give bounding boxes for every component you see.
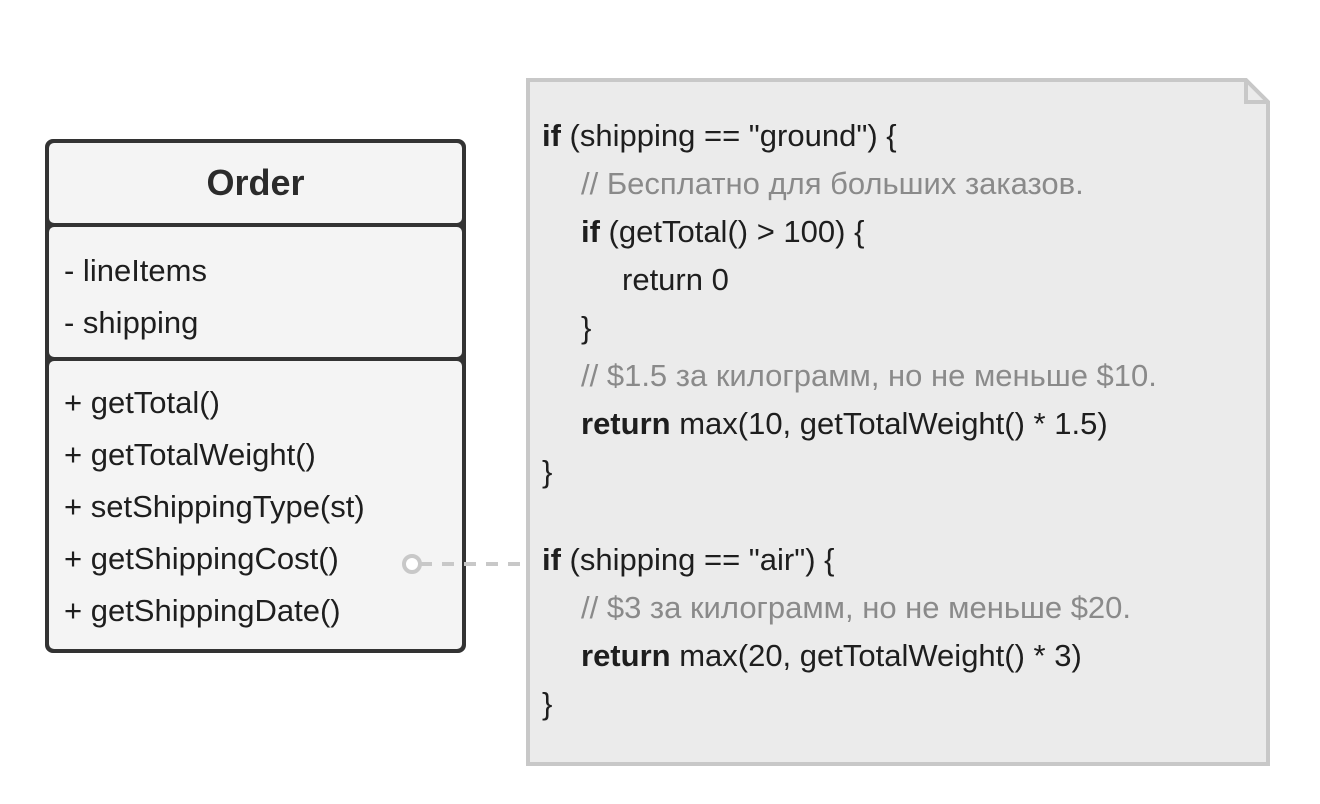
- class-method: + getShippingDate(): [64, 593, 341, 628]
- class-method: + getTotal(): [64, 385, 220, 420]
- class-method: + getTotalWeight(): [64, 437, 316, 472]
- code-line: return max(20, getTotalWeight() * 3): [581, 638, 1082, 673]
- class-methods-section: + getTotal() + getTotalWeight() + setShi…: [49, 361, 462, 649]
- class-method-get-shipping-cost: + getShippingCost(): [64, 541, 339, 576]
- code-comment: // $3 за килограмм, но не меньше $20.: [581, 590, 1132, 625]
- code-line: return 0: [622, 262, 729, 297]
- code-line: if (shipping == "air") {: [542, 542, 835, 577]
- class-fields-section: - lineItems - shipping: [49, 227, 462, 357]
- class-name-section: Order: [49, 143, 462, 223]
- uml-class-order: Order - lineItems - shipping + getTotal(…: [45, 139, 466, 653]
- code-line: if (shipping == "ground") {: [542, 118, 897, 153]
- code-comment: // $1.5 за килограмм, но не меньше $10.: [581, 358, 1157, 393]
- code-line: }: [581, 310, 592, 345]
- class-field: - shipping: [64, 305, 199, 340]
- note-code: if (shipping == "ground") { // Бесплатно…: [542, 112, 1242, 728]
- class-field: - lineItems: [64, 253, 207, 288]
- code-line: }: [542, 686, 553, 721]
- code-comment: // Бесплатно для больших заказов.: [581, 166, 1084, 201]
- note-folded-corner: [1244, 80, 1268, 104]
- code-blank-line: [542, 496, 1242, 536]
- code-line: return max(10, getTotalWeight() * 1.5): [581, 406, 1108, 441]
- code-line: }: [542, 454, 553, 489]
- code-line: if (getTotal() > 100) {: [581, 214, 865, 249]
- class-name: Order: [206, 162, 305, 203]
- class-method: + setShippingType(st): [64, 489, 365, 524]
